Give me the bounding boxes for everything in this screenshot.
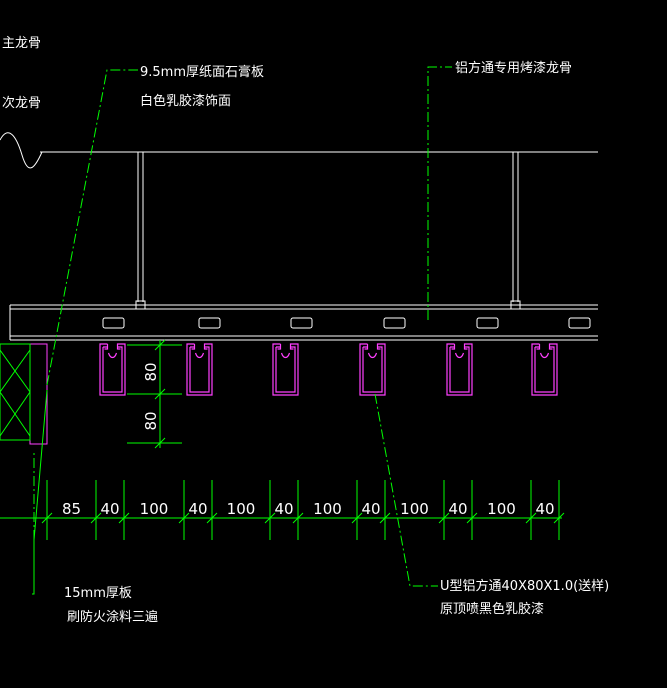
dim-tick xyxy=(351,512,363,524)
u-profile xyxy=(446,343,473,396)
wood-board xyxy=(0,343,48,445)
u-profiles xyxy=(99,343,558,396)
label-gypsum-2: 白色乳胶漆饰面 xyxy=(140,93,231,109)
label-u-tube-1: U型铝方通40X80X1.0(送样) xyxy=(440,578,609,594)
hanger-rods xyxy=(135,152,521,310)
dim-h-label: 40 xyxy=(100,500,119,518)
dim-h-label: 40 xyxy=(535,500,554,518)
dim-h-label: 100 xyxy=(140,500,169,518)
vertical-dimension xyxy=(127,339,182,449)
dim-h-label: 100 xyxy=(313,500,342,518)
dim-tick xyxy=(41,512,53,524)
aluminum-keel-channel xyxy=(9,304,598,341)
label-u-tube-2: 原顶喷黑色乳胶漆 xyxy=(440,601,544,617)
dim-tick xyxy=(466,512,478,524)
dim-tick xyxy=(90,512,102,524)
dim-tick xyxy=(525,512,537,524)
label-gypsum-1: 9.5mm厚纸面石膏板 xyxy=(140,64,264,80)
label-board-1: 15mm厚板 xyxy=(64,586,132,601)
dim-tick xyxy=(292,512,304,524)
dim-tick xyxy=(206,512,218,524)
u-profile xyxy=(99,343,126,396)
label-board-2: 刷防火涂料三遍 xyxy=(67,609,158,625)
slab-line xyxy=(0,132,598,169)
dim-h-label: 85 xyxy=(62,500,81,518)
u-profile xyxy=(531,343,558,396)
horizontal-dimension xyxy=(0,480,565,540)
dim-v2: 80 xyxy=(142,411,160,430)
dim-h-label: 100 xyxy=(400,500,429,518)
label-aluminum-keel: 铝方通专用烤漆龙骨 xyxy=(455,60,572,76)
dim-h-label: 100 xyxy=(487,500,516,518)
u-profile xyxy=(186,343,213,396)
u-profile xyxy=(359,343,386,396)
dim-h-label: 40 xyxy=(274,500,293,518)
dim-tick xyxy=(118,512,130,524)
u-profile xyxy=(272,343,299,396)
dim-tick xyxy=(438,512,450,524)
dim-tick xyxy=(264,512,276,524)
dim-h-label: 40 xyxy=(188,500,207,518)
dim-h-label: 40 xyxy=(448,500,467,518)
dim-h-label: 100 xyxy=(227,500,256,518)
label-sub-keel: 次龙骨 xyxy=(2,95,41,111)
dim-tick xyxy=(553,512,565,524)
dim-h-label: 40 xyxy=(361,500,380,518)
label-main-keel: 主龙骨 xyxy=(2,36,41,51)
leader-lines xyxy=(32,66,452,595)
dim-tick xyxy=(178,512,190,524)
dim-v1: 80 xyxy=(142,362,160,381)
dim-tick xyxy=(379,512,391,524)
